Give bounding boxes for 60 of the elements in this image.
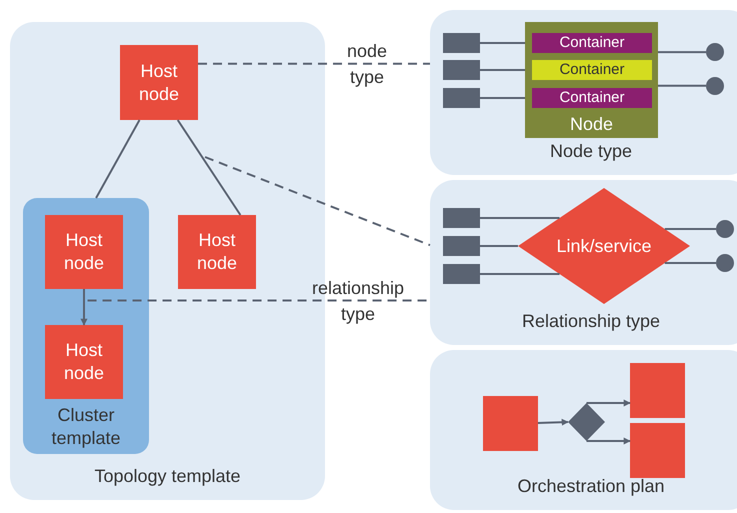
panel-title: Cluster template: [50, 404, 122, 450]
task-box: [630, 423, 685, 478]
node-label: Container: [559, 88, 625, 108]
dashed-connector: [198, 62, 430, 65]
panel-title: Node type: [550, 140, 632, 163]
connector-line: [658, 51, 706, 54]
host-node-box: [45, 325, 123, 399]
capability-dot: [706, 77, 724, 95]
node-label: Link/service: [556, 234, 652, 258]
container-bar: [532, 33, 652, 53]
connector-line: [480, 217, 560, 219]
connector-line: [480, 42, 525, 44]
template-panel: [430, 10, 737, 175]
host-node-box: [120, 45, 198, 120]
capability-dot: [716, 254, 734, 272]
edge-label: relationship type: [312, 277, 404, 326]
dashed-connector: [204, 156, 430, 246]
panel-title: Relationship type: [522, 310, 660, 333]
service-diamond: [518, 188, 690, 304]
host-node-box: [178, 215, 256, 289]
node-label: Host node: [62, 339, 106, 385]
requirement-port: [443, 88, 480, 108]
connector-line: [95, 120, 140, 198]
connector-line: [480, 69, 525, 71]
connector-line: [480, 245, 518, 247]
edge-label: node type: [346, 40, 388, 89]
template-panel: [430, 180, 737, 345]
panel-title: Orchestration plan: [517, 475, 665, 498]
node-box: [525, 22, 658, 138]
connector-line: [480, 273, 560, 275]
node-label: Node: [570, 113, 614, 136]
connector-line: [480, 97, 525, 99]
node-label: Host node: [62, 229, 106, 275]
task-box: [630, 363, 685, 418]
capability-dot: [716, 220, 734, 238]
decision-diamond: [568, 403, 605, 441]
connector-line: [658, 84, 706, 87]
capability-dot: [706, 43, 724, 61]
requirement-port: [443, 208, 480, 228]
container-bar: [532, 88, 652, 108]
container-bar: [532, 60, 652, 80]
node-label: Container: [559, 33, 625, 53]
template-panel: [430, 350, 737, 510]
node-label: Host node: [196, 229, 238, 275]
panel-title: Topology template: [94, 465, 241, 488]
connector-line: [176, 119, 242, 216]
task-box: [483, 396, 538, 451]
node-label: Container: [559, 60, 625, 80]
arrow: [538, 418, 569, 426]
connector-line: [664, 228, 716, 230]
requirement-port: [443, 60, 480, 80]
requirement-port: [443, 264, 480, 284]
node-label: Host node: [138, 60, 180, 106]
host-node-box: [45, 215, 123, 289]
arrow: [586, 400, 631, 406]
requirement-port: [443, 236, 480, 256]
requirement-port: [443, 33, 480, 53]
arrow: [586, 438, 631, 444]
cluster-template-box: [23, 198, 149, 454]
connector-line: [664, 262, 716, 264]
